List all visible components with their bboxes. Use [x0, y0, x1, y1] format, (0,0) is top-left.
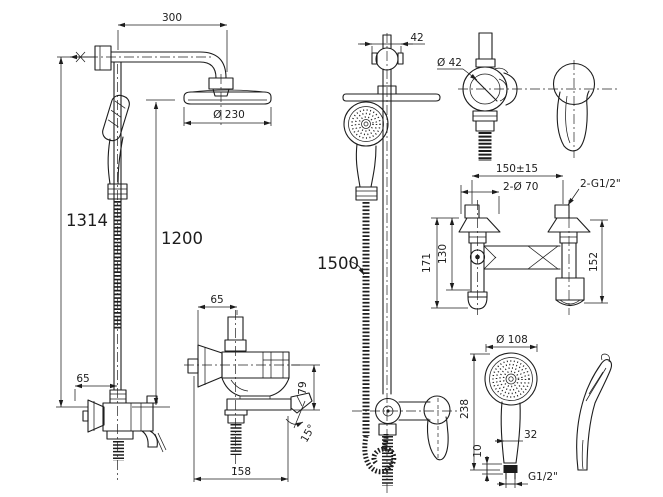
view-hand-shower: Ø 108 238 32 10 [459, 334, 613, 488]
dim-inner-height: 130 [437, 244, 449, 264]
lever-handle-front [552, 60, 596, 158]
dim-hand-thread-size: G1/2" [528, 471, 558, 483]
view-shower-column-front: 300 Ø 230 [56, 12, 272, 480]
dim-hand-head-diameter: Ø 108 [496, 334, 528, 346]
dim-total-length: 238 [459, 399, 471, 419]
mixer-valve-small [352, 395, 462, 486]
hand-shower-detail-front [484, 352, 538, 480]
hand-shower-side [576, 353, 613, 471]
soap-shelf [342, 93, 441, 102]
dim-thread-size: 2-G1/2" [580, 178, 621, 190]
connector-collar [503, 465, 518, 473]
dim-total-height: 1314 [66, 211, 108, 230]
mixer-valve-front [82, 389, 167, 461]
dim-left-height: 171 [421, 253, 433, 273]
wall-union-left [458, 200, 501, 315]
dim-base-length: 158 [231, 466, 251, 478]
dim-head-diameter: Ø 230 [213, 109, 245, 121]
hand-shower-on-column [102, 94, 130, 142]
view-slide-bar: 42 1500 [317, 32, 462, 493]
wall-clip [290, 392, 313, 414]
dim-handle-offset: 65 [210, 294, 223, 306]
rain-shower-head [183, 91, 272, 105]
dim-hose-length: 1500 [317, 254, 359, 273]
view-valve-detail: 65 15° 79 [184, 294, 320, 482]
dim-bracket-width: 42 [410, 32, 423, 44]
dim-right-height: 152 [588, 252, 600, 272]
dim-body-height: 79 [297, 381, 309, 394]
view-mixer-side: Ø 42 [437, 32, 618, 161]
wall-union-right [547, 200, 591, 315]
dim-escutcheon-diameter: 2-Ø 70 [503, 181, 538, 193]
dim-tilt-angle: 15° [299, 422, 319, 444]
view-wall-unions: 150±15 2-Ø 70 2-G1/2" [421, 163, 621, 315]
dim-collar-height: 10 [472, 444, 484, 457]
dim-center-distance: 150±15 [496, 163, 538, 175]
dim-body-diameter: Ø 42 [437, 57, 462, 69]
dim-valve-offset: 65 [76, 373, 89, 385]
hand-shower-front [343, 101, 389, 201]
dim-arm-length: 300 [162, 12, 182, 24]
dim-handle-width: 32 [524, 429, 537, 441]
dim-bar-height: 1200 [161, 229, 203, 248]
